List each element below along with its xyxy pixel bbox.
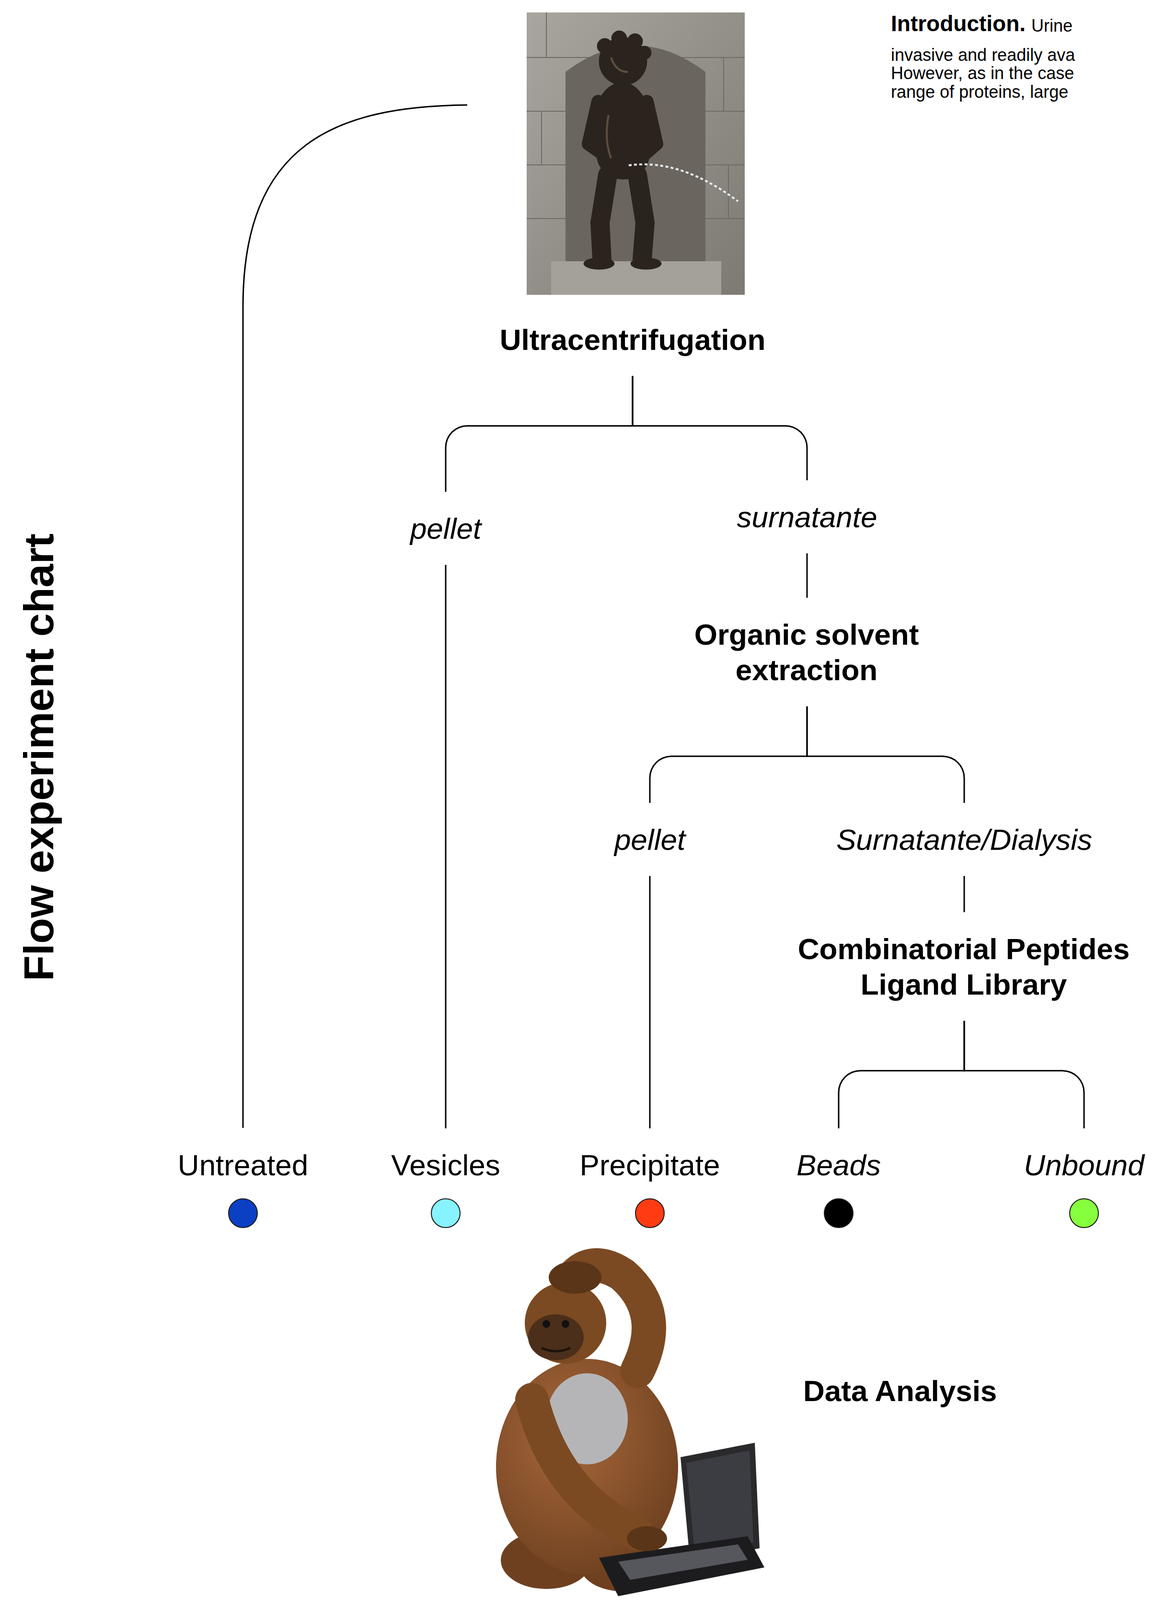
flow-connector: [445, 375, 633, 492]
analysis-label: Data Analysis: [803, 1373, 997, 1409]
drawing-part: [727, 164, 729, 219]
intro-text: range of proteins, large: [890, 82, 1069, 102]
flow-connector: [649, 706, 808, 803]
drawing-part: [630, 257, 662, 270]
step-node: Organic solvent extraction: [662, 616, 952, 689]
drawing-part: [541, 111, 543, 165]
niche: [565, 45, 706, 295]
step-node: pellet: [613, 821, 687, 858]
sample-dot: [1069, 1198, 1099, 1228]
chart-title: Flow experiment chart: [15, 533, 63, 981]
statue-figure: [583, 30, 662, 270]
sample-dot: [634, 1198, 665, 1228]
drawing-part: [611, 30, 627, 47]
result-node: Beads: [796, 1147, 882, 1228]
result-node: Vesicles: [390, 1147, 501, 1228]
step-label: pellet: [613, 821, 687, 858]
drawing-part: [600, 174, 608, 259]
drawing-part: [611, 57, 628, 72]
step-node: Ultracentrifugation: [499, 322, 767, 358]
flow-connector: [963, 875, 966, 912]
step-label: Precipitate: [579, 1147, 721, 1183]
drawing-part: [627, 33, 643, 49]
gorilla-arm: [531, 1399, 638, 1534]
step-label: Surnatante/Dialysis: [835, 821, 1094, 858]
step-label: pellet: [409, 510, 483, 547]
drawing-part: [637, 174, 646, 259]
drawing-part: [588, 101, 620, 166]
intro-text: However, as in the case: [890, 64, 1074, 83]
statue-highlights: [606, 57, 628, 159]
gorilla-hand: [548, 1260, 602, 1294]
step-node: Surnatante/Dialysis: [835, 821, 1094, 858]
result-node: Precipitate: [579, 1147, 721, 1228]
step-label: Unbound: [1023, 1147, 1145, 1183]
flow-connector: [632, 375, 808, 481]
step-node: pellet: [409, 510, 483, 547]
laptop-keys: [618, 1544, 748, 1580]
step-label: Untreated: [177, 1147, 310, 1183]
gorilla-hand: [626, 1525, 668, 1551]
drawing-part: [545, 12, 547, 58]
step-label: Organic solvent extraction: [662, 616, 951, 689]
drawing-part: [637, 46, 652, 60]
gorilla-illustration: [496, 1260, 765, 1596]
flow-connector: [806, 553, 808, 598]
drawing-part: [606, 115, 612, 159]
gorilla-head: [524, 1281, 607, 1364]
laptop-base: [599, 1535, 765, 1596]
step-node: surnatante: [736, 499, 878, 535]
sample-dot: [823, 1198, 854, 1228]
gorilla-eye: [561, 1319, 570, 1328]
flow-connector: [964, 1020, 1085, 1129]
step-label: Ultracentrifugation: [499, 322, 767, 358]
statue-photo: [526, 12, 745, 295]
intro-text: invasive and readily ava: [890, 46, 1075, 65]
drawing-part: [583, 257, 615, 270]
step-label: Vesicles: [390, 1147, 501, 1183]
gorilla-mouth: [541, 1347, 571, 1351]
result-node: Untreated: [177, 1147, 310, 1228]
step-label: Combinatorial Peptides Ligand Library: [776, 931, 1151, 1003]
flow-connector: [649, 875, 651, 1129]
untreated-line: [242, 104, 468, 1128]
result-node: Unbound: [1023, 1147, 1145, 1228]
sample-dot: [228, 1198, 258, 1228]
photo-background: [526, 12, 745, 295]
gorilla-eye: [542, 1319, 551, 1328]
drawing-part: [597, 38, 613, 54]
step-node: Combinatorial Peptides Ligand Library: [776, 931, 1152, 1003]
gorilla-face: [528, 1314, 584, 1361]
gorilla-body: [496, 1358, 679, 1575]
intro-text: Introduction.: [890, 10, 1026, 37]
step-label: Beads: [796, 1147, 882, 1183]
drawing-part: [631, 101, 657, 166]
flow-connector: [838, 1020, 965, 1129]
water-stream: [628, 164, 739, 202]
sample-dot: [430, 1198, 461, 1228]
step-label: surnatante: [736, 499, 878, 535]
intro-text: Urine: [1031, 15, 1073, 36]
flow-connector: [445, 564, 447, 1129]
drawing-part: [723, 57, 725, 112]
flow-connector: [807, 706, 965, 803]
